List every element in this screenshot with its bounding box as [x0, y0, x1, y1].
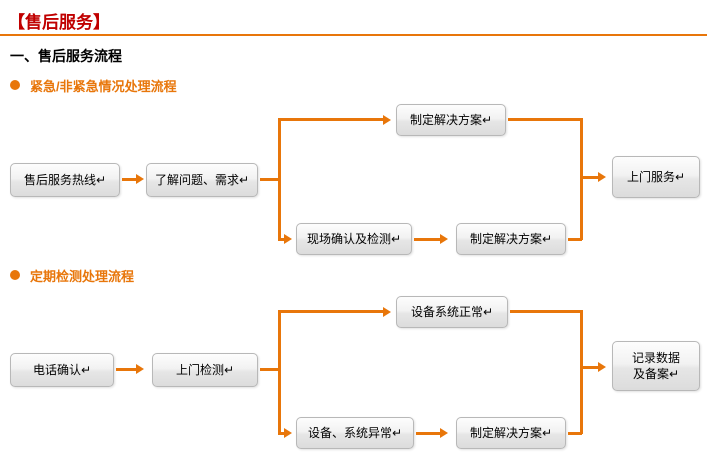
flow2-node-solution: 制定解决方案↵ [456, 417, 566, 449]
flow1-split-bar [278, 119, 281, 241]
flow1-node-understand: 了解问题、需求↵ [146, 163, 258, 197]
flow1-connector-6 [580, 176, 600, 179]
section-heading: 一、售后服务流程 [10, 48, 122, 64]
flow1-connector-3 [414, 238, 444, 241]
title-divider [0, 34, 707, 36]
flow2-connector-5 [568, 432, 582, 435]
flow2-node-record-label: 记录数据 及备案↵ [631, 351, 680, 381]
flow2-connector-top [278, 310, 384, 313]
flow1-connector-5 [568, 238, 582, 241]
flow1-connector-1 [122, 178, 138, 181]
flow2-connector-bottom [278, 432, 286, 435]
flow2-connector-4 [510, 310, 582, 313]
flow2-node-system-abnormal: 设备、系统异常↵ [296, 417, 414, 449]
flow1-node-solution-top: 制定解决方案↵ [396, 104, 506, 136]
flow1-node-onsite-service: 上门服务↵ [612, 156, 700, 198]
flow1-arrowhead-6 [598, 172, 606, 182]
flow2-connector-1 [116, 368, 138, 371]
flow2-arrowhead-1 [136, 364, 144, 374]
subsection-heading-periodic: 定期检测处理流程 [10, 266, 134, 285]
flow2-arrowhead-3 [440, 428, 448, 438]
page-title: 【售后服务】 [8, 13, 110, 32]
flow1-merge-bar [580, 118, 583, 240]
flow1-node-onsite-check: 现场确认及检测↵ [296, 223, 412, 255]
flow2-merge-bar [580, 310, 583, 434]
flow1-arrowhead-bottom [284, 234, 292, 244]
flow2-arrowhead-bottom [284, 428, 292, 438]
flow1-connector-top [278, 118, 384, 121]
flow1-node-hotline: 售后服务热线↵ [10, 163, 120, 197]
flow2-node-phone-confirm: 电话确认↵ [10, 353, 114, 387]
flow2-arrowhead-top [383, 307, 391, 317]
flow2-node-onsite-check: 上门检测↵ [152, 353, 258, 387]
flow1-connector-2 [260, 178, 280, 181]
flow1-connector-4 [508, 118, 582, 121]
flow2-arrowhead-6 [598, 362, 606, 372]
flow1-arrowhead-3 [440, 234, 448, 244]
flow1-arrowhead-1 [136, 174, 144, 184]
flow2-node-system-normal: 设备系统正常↵ [396, 296, 508, 328]
flow2-connector-2 [260, 368, 280, 371]
flow1-node-solution-bottom: 制定解决方案↵ [456, 223, 566, 255]
flow2-split-bar [278, 310, 281, 434]
flow2-node-record: 记录数据 及备案↵ [612, 341, 700, 391]
flow2-connector-6 [580, 366, 600, 369]
flow1-connector-bottom [278, 238, 286, 241]
flow2-connector-3 [416, 432, 444, 435]
subsection-heading-emergency: 紧急/非紧急情况处理流程 [10, 76, 177, 95]
flow1-arrowhead-top [383, 115, 391, 125]
